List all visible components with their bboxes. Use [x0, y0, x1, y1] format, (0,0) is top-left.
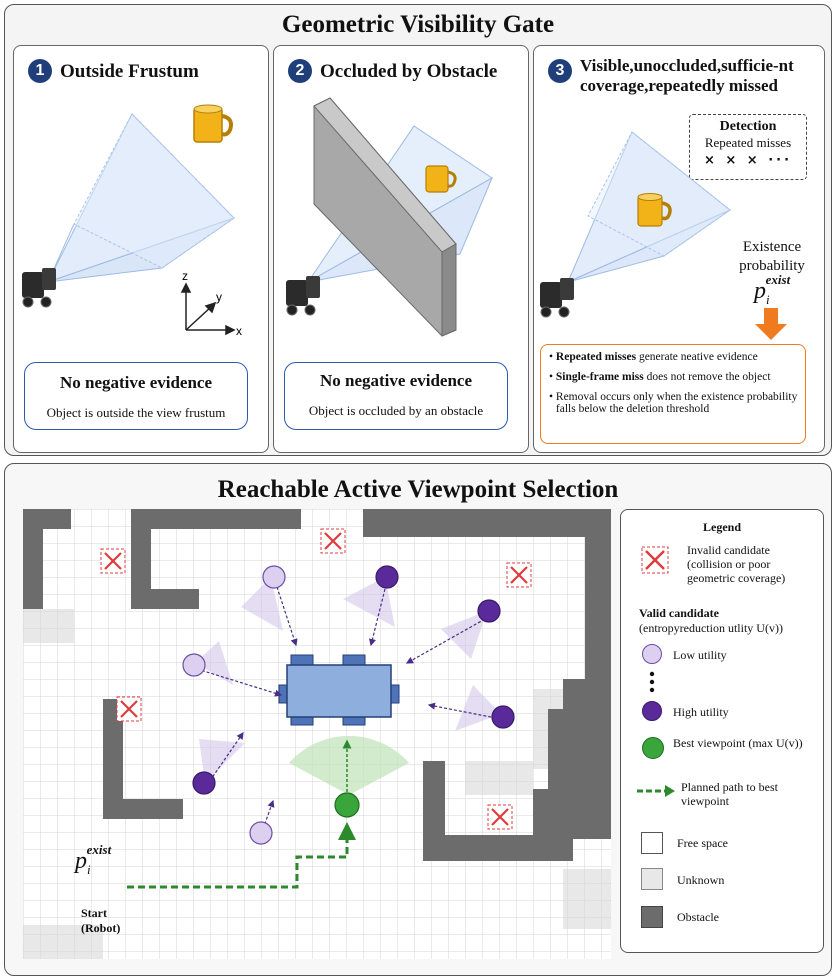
frustum-far-plane [73, 113, 235, 269]
note-box-panel-1: No negative evidence Object is outside t… [24, 362, 248, 430]
legend-free-swatch [641, 832, 663, 854]
low-utility-candidate [249, 821, 273, 845]
occupancy-map [23, 509, 611, 959]
legend-title: Legend [702, 520, 741, 534]
step-badge-3: 3 [548, 59, 572, 83]
legend-unknown-swatch [641, 868, 663, 890]
invalid-candidate-icon [506, 562, 532, 588]
legend-low-utility-icon [642, 644, 662, 664]
legend-low-utility-text: Low utility [673, 648, 727, 662]
table-icon [278, 654, 400, 726]
evidence-rules-box: • Repeated misses generate neative evide… [540, 344, 806, 444]
detection-illustration [540, 131, 787, 340]
occlusion-illustration [286, 97, 494, 337]
legend-obstacle-swatch [641, 906, 663, 928]
existence-prob-symbol: piexist [754, 272, 791, 307]
note-title-panel-1: No negative evidence [59, 373, 213, 392]
section-title-visibility-gate: Geometric Visibility Gate [281, 11, 555, 38]
legend-free-text: Free space [677, 836, 728, 850]
low-utility-candidate [182, 653, 206, 677]
invalid-candidate-icon [320, 528, 346, 554]
legend-invalid-text: Invalid candidate (collision or poor geo… [687, 543, 786, 585]
rule-item-2: • Single-frame miss does not remove the … [549, 371, 771, 383]
detection-miss-marks: × × × ··· [703, 153, 793, 168]
step-badge-2: 2 [288, 59, 312, 83]
high-utility-candidate [192, 771, 216, 795]
robot-camera-icon [22, 268, 56, 308]
robot-camera-icon [286, 276, 320, 316]
panel-1-title: Outside Frustum [60, 61, 199, 82]
high-utility-candidate [375, 565, 399, 589]
legend-valid-subtitle: (entropyreduction utlity U(v)) [639, 621, 783, 635]
best-viewpoint [334, 792, 360, 818]
legend-path-text: Planned path to best viewpoint [681, 780, 778, 808]
legend-valid-title: Valid candidate [639, 606, 719, 620]
view-wedges [195, 577, 501, 783]
robot-camera-icon [540, 278, 574, 318]
mug-icon [637, 193, 672, 227]
panel-1-header: 1 Outside Frustum [28, 56, 199, 83]
visibility-gate-section: Geometric Visibility Gate 1 Outside Frus… [4, 4, 832, 456]
legend-invalid-icon [641, 546, 669, 574]
high-utility-candidate [477, 599, 501, 623]
legend-path-icon [637, 785, 675, 797]
legend-best-viewpoint-text: Best viewpoint (max U(v)) [673, 736, 803, 750]
invalid-candidate-icon [487, 804, 513, 830]
panel-outside-frustum: 1 Outside Frustum [13, 45, 269, 453]
legend-box: Legend Invalid candidate (collision or p… [620, 509, 824, 953]
obstacle-wall-side [441, 243, 457, 337]
legend-best-viewpoint-icon [642, 737, 664, 759]
step-badge-1: 1 [28, 59, 52, 83]
rule-item-3: • Removal occurs only when the existence… [549, 391, 798, 415]
panel-occluded: 2 Occluded by Obstacle No negative evide… [273, 45, 529, 453]
candidate-points [182, 565, 515, 845]
panel-3-header: 3 Visible,unoccluded,sufficie-nt coverag… [548, 56, 810, 96]
invalid-candidates [100, 528, 532, 830]
invalid-candidate-icon [116, 696, 142, 722]
detection-title: Detection [719, 119, 777, 134]
invalid-candidate-icon [100, 548, 126, 574]
legend-obstacle-text: Obstacle [677, 910, 719, 924]
legend-unknown-text: Unknown [677, 873, 725, 887]
panel-repeated-misses: 3 Visible,unoccluded,sufficie-nt coverag… [533, 45, 825, 453]
obstacle-cells [23, 509, 611, 861]
frustum-illustration-1: z y x [22, 104, 242, 338]
note-box-panel-2: No negative evidence Object is occluded … [284, 362, 508, 430]
axis-z-label: z [182, 269, 188, 283]
low-utility-candidate [262, 565, 286, 589]
detection-box: Detection Repeated misses × × × ··· [689, 114, 807, 180]
legend-high-utility-text: High utility [673, 705, 729, 719]
detection-subtitle: Repeated misses [704, 135, 792, 150]
panel-2-title: Occluded by Obstacle [320, 61, 498, 82]
legend-ellipsis-icon [649, 671, 655, 693]
rule-item-1: • Repeated misses generate neative evide… [549, 351, 758, 363]
planned-path [127, 822, 356, 889]
mug-icon [193, 104, 233, 143]
panel-2-header: 2 Occluded by Obstacle [288, 56, 497, 83]
axis-x-label: x [236, 324, 242, 338]
existence-label: Existence probability [739, 239, 805, 274]
section-title-viewpoint-selection: Reachable Active Viewpoint Selection [217, 476, 619, 503]
panel-3-title: Visible,unoccluded,sufficie-nt coverage,… [580, 56, 794, 95]
start-label: Start (Robot) [81, 906, 121, 935]
high-utility-candidate [491, 705, 515, 729]
xyz-axes-icon [180, 282, 236, 336]
axis-y-label: y [216, 290, 222, 304]
note-title-panel-2: No negative evidence [319, 371, 473, 390]
down-arrow-icon [755, 308, 787, 340]
best-view-wedge [289, 735, 409, 795]
note-text-panel-2: Object is occluded by an obstacle [308, 403, 484, 418]
map-prob-symbol: piexist [75, 842, 112, 877]
legend-high-utility-icon [642, 701, 662, 721]
note-text-panel-1: Object is outside the view frustum [46, 405, 226, 420]
mug-icon [425, 165, 457, 193]
viewpoint-selection-section: Reachable Active Viewpoint Selection [4, 463, 832, 976]
